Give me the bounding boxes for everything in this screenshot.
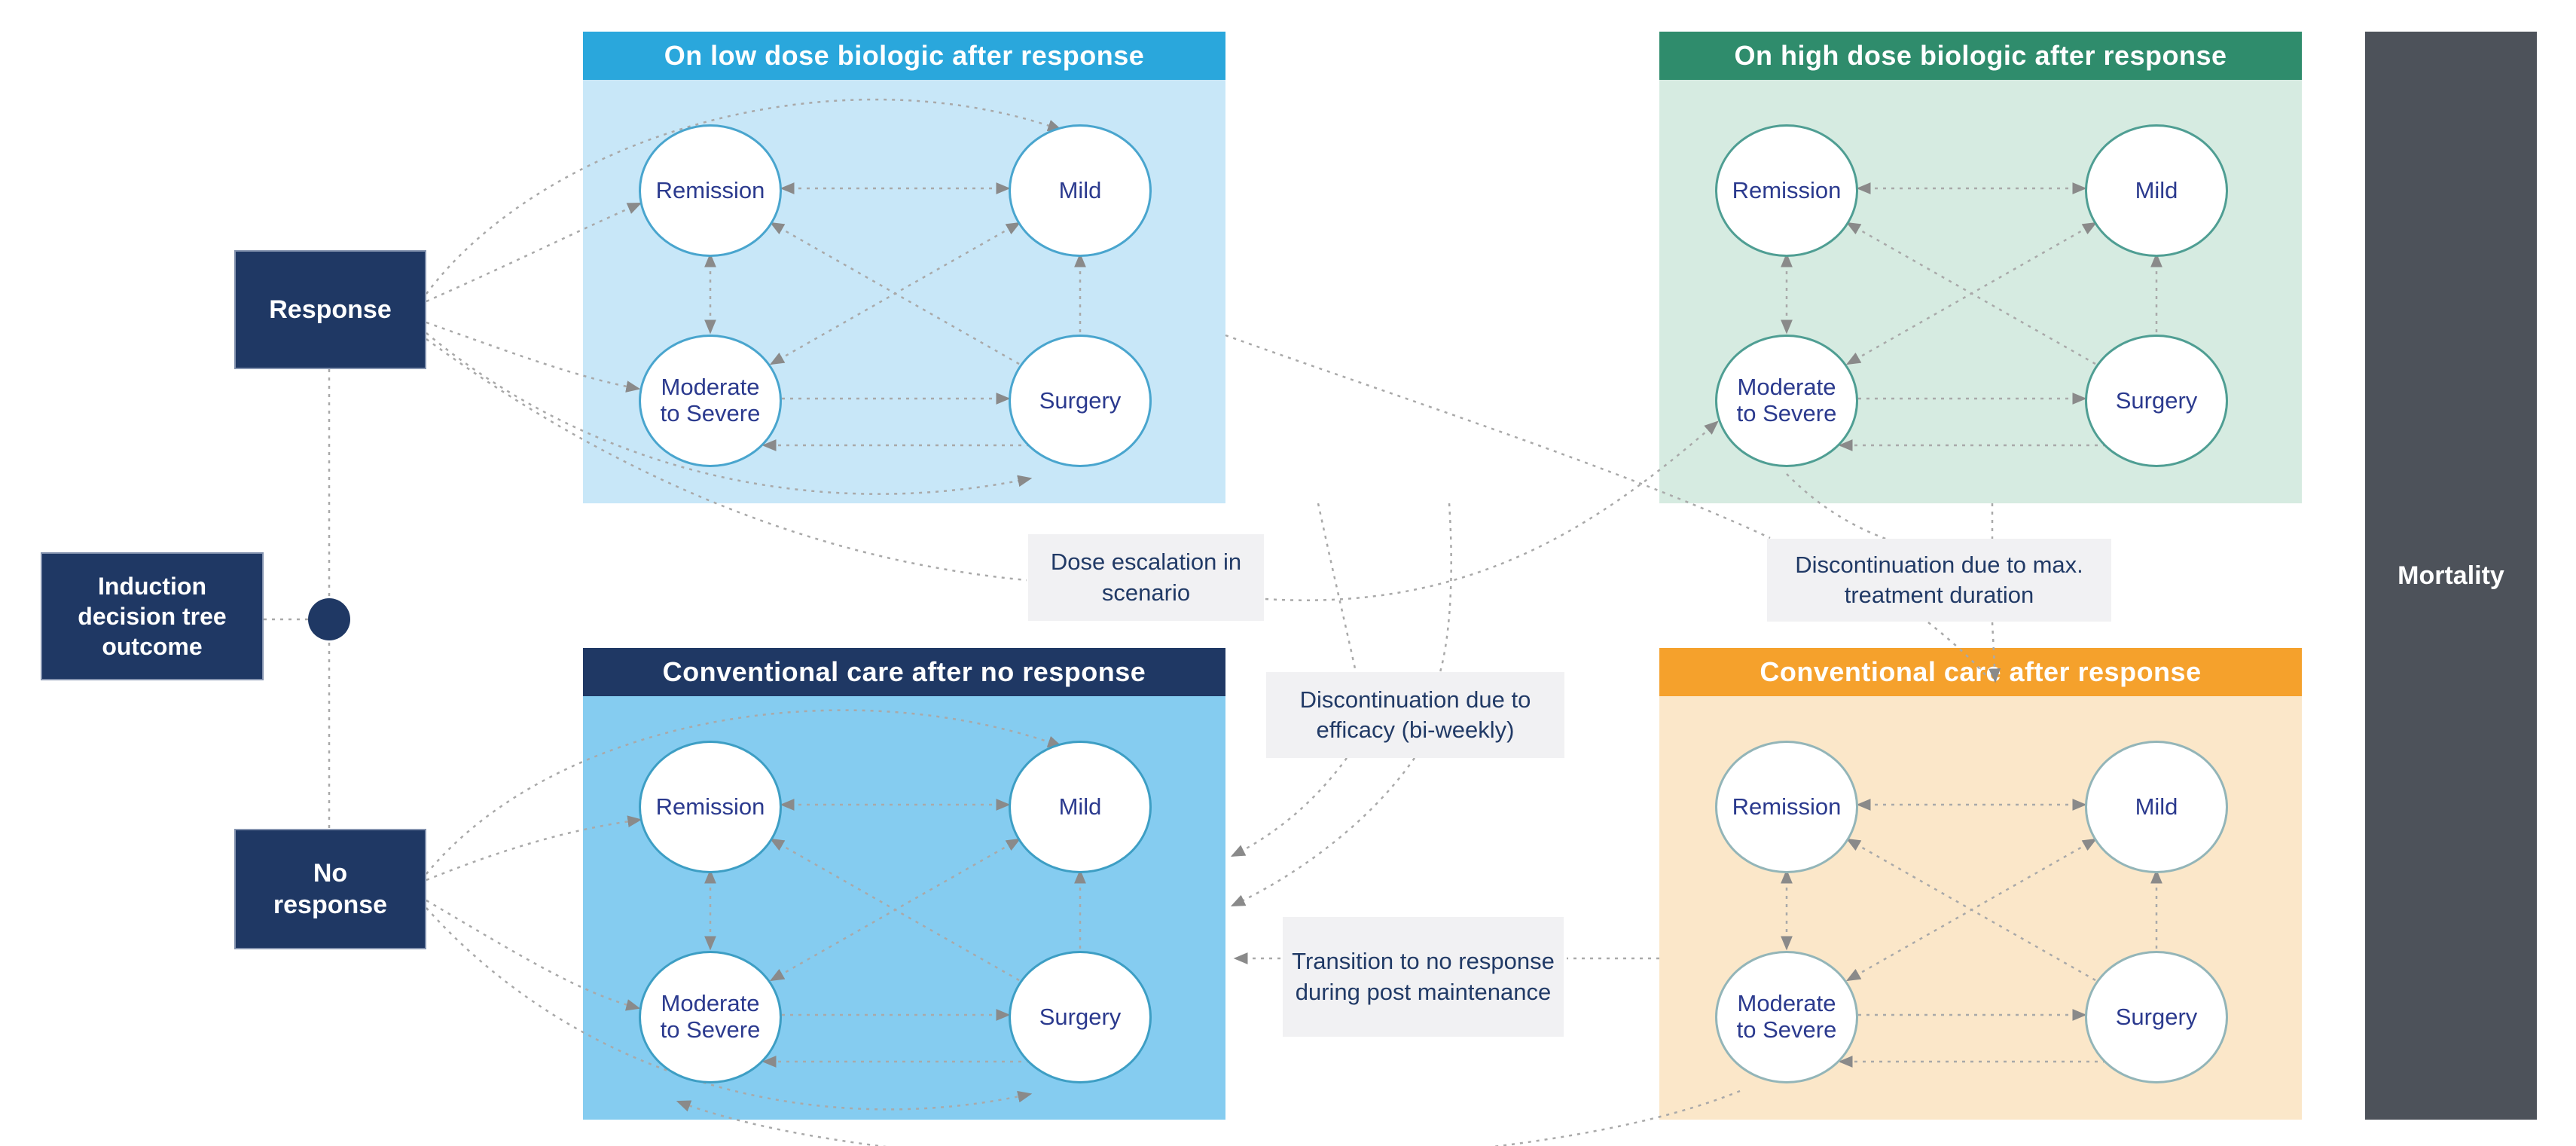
state-node-label: Mild [1058,793,1102,820]
max-treatment-duration-label: Discontinuation due to max. treatment du… [1767,539,2111,622]
state-node-label: Remission [655,176,765,203]
post-maintenance-transition-label: Transition to no response during post ma… [1283,917,1564,1037]
state-transitions-conventional-response [1781,799,2162,1068]
state-node-mild: Mild [2085,741,2228,873]
panel-low-dose-header: On low dose biologic after response [583,32,1225,80]
state-node-label: Mild [2135,176,2178,203]
state-node-mild: Mild [1009,741,1152,873]
efficacy-discontinuation-connectors [1230,503,1452,907]
state-node-label: Surgery [2115,1003,2198,1030]
state-node-label: Moderate to Severe [1736,990,1837,1043]
state-node-moderate-severe: Moderate to Severe [1715,335,1858,467]
state-node-label: Mild [1058,176,1102,203]
response-box: Response [234,250,426,369]
state-node-label: Surgery [2115,387,2198,414]
state-node-remission: Remission [1715,741,1858,873]
panel-high-dose: On high dose biologic after response Rem… [1659,32,2302,503]
state-node-label: Remission [1732,176,1842,203]
decision-tree-connectors [264,369,331,829]
state-transitions-low-dose [704,182,1086,451]
state-node-label: Surgery [1039,1003,1122,1030]
state-node-mild: Mild [2085,124,2228,257]
state-node-label: Remission [1732,793,1842,820]
state-node-remission: Remission [639,741,782,873]
dose-escalation-connectors [1265,420,1719,601]
state-node-label: Remission [655,793,765,820]
dose-escalation-label: Dose escalation in scenario [1028,534,1264,621]
max-duration-connectors [1225,334,2001,683]
state-node-label: Moderate to Severe [1736,374,1837,426]
response-branch-connectors [426,98,1063,582]
mortality-label: Mortality [2397,561,2504,590]
efficacy-discontinuation-label: Discontinuation due to efficacy (bi-week… [1266,672,1564,758]
state-node-surgery: Surgery [1009,335,1152,467]
induction-outcome-box: Induction decision tree outcome [41,552,264,680]
post-maintenance-transition-connectors [676,952,1741,1146]
panel-conventional-response-header: Conventional care after response [1659,648,2302,696]
state-node-surgery: Surgery [2085,951,2228,1083]
panel-conventional-no-response-header: Conventional care after no response [583,648,1225,696]
state-node-label: Mild [2135,793,2178,820]
state-node-remission: Remission [1715,124,1858,257]
panel-high-dose-header: On high dose biologic after response [1659,32,2302,80]
chance-node-dot [308,598,350,640]
state-node-label: Moderate to Severe [660,990,761,1043]
state-node-moderate-severe: Moderate to Severe [1715,951,1858,1083]
state-transitions-high-dose [1781,182,2162,451]
state-node-surgery: Surgery [2085,335,2228,467]
state-node-label: Surgery [1039,387,1122,414]
no-response-box: No response [234,829,426,949]
state-node-label: Moderate to Severe [660,374,761,426]
mortality-bar: Mortality [2365,32,2537,1120]
state-node-moderate-severe: Moderate to Severe [639,335,782,467]
state-node-mild: Mild [1009,124,1152,257]
state-node-surgery: Surgery [1009,951,1152,1083]
state-node-remission: Remission [639,124,782,257]
panel-conventional-no-response: Conventional care after no response Remi… [583,648,1225,1120]
state-transitions-conventional-no-response [704,799,1086,1068]
state-node-moderate-severe: Moderate to Severe [639,951,782,1083]
